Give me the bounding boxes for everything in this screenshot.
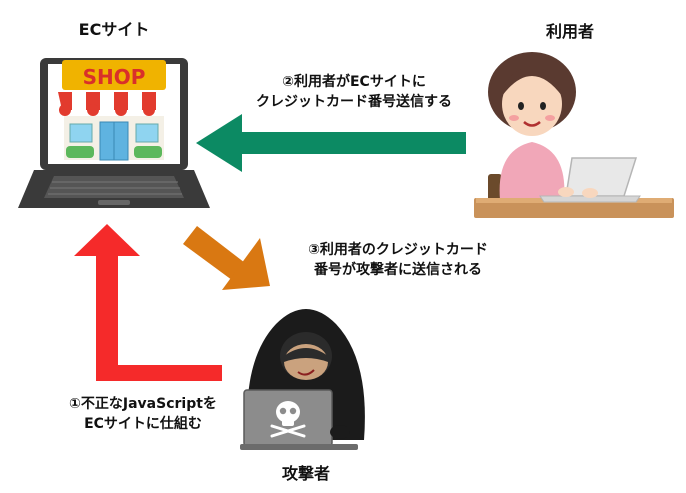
user-illustration xyxy=(474,52,674,218)
shop-sign-text: SHOP xyxy=(83,65,146,89)
step2-line1: ②利用者がECサイトに xyxy=(282,74,426,90)
step3-line2: 番号が攻撃者に送信される xyxy=(314,262,482,278)
shop-window-right xyxy=(135,123,159,143)
shop-plant-right xyxy=(134,146,162,158)
step3-label: ③利用者のクレジットカード 番号が攻撃者に送信される xyxy=(280,240,516,280)
arrow-send-card xyxy=(196,114,466,172)
step1-line1: ①不正なJavaScriptを xyxy=(69,396,217,412)
user-shirt xyxy=(499,142,565,200)
user-label: 利用者 xyxy=(545,22,594,41)
shop-sign-board xyxy=(62,60,166,90)
ec-site-label: ECサイト xyxy=(78,20,150,39)
skull-icon xyxy=(270,401,306,438)
user-laptop-base xyxy=(539,195,641,203)
shop-plant-left xyxy=(66,146,94,158)
ec-site-laptop: SHOP xyxy=(18,58,210,208)
laptop-keyboard xyxy=(44,176,184,198)
laptop-touchpad xyxy=(98,200,130,205)
arrow-inject-script xyxy=(74,224,222,381)
shop-window-left xyxy=(69,123,93,143)
step2-label: ②利用者がECサイトに クレジットカード番号送信する xyxy=(236,72,472,112)
attacker-label: 攻撃者 xyxy=(281,464,330,483)
step1-line2: ECサイトに仕組む xyxy=(84,416,202,432)
attacker-illustration xyxy=(240,309,365,450)
step2-line2: クレジットカード番号送信する xyxy=(256,94,452,110)
step1-label: ①不正なJavaScriptを ECサイトに仕組む xyxy=(36,394,250,434)
arrow-leak-card xyxy=(183,226,270,290)
user-laptop-screen xyxy=(565,157,638,197)
step3-line1: ③利用者のクレジットカード xyxy=(308,242,488,258)
shop-icon: SHOP xyxy=(58,60,170,161)
